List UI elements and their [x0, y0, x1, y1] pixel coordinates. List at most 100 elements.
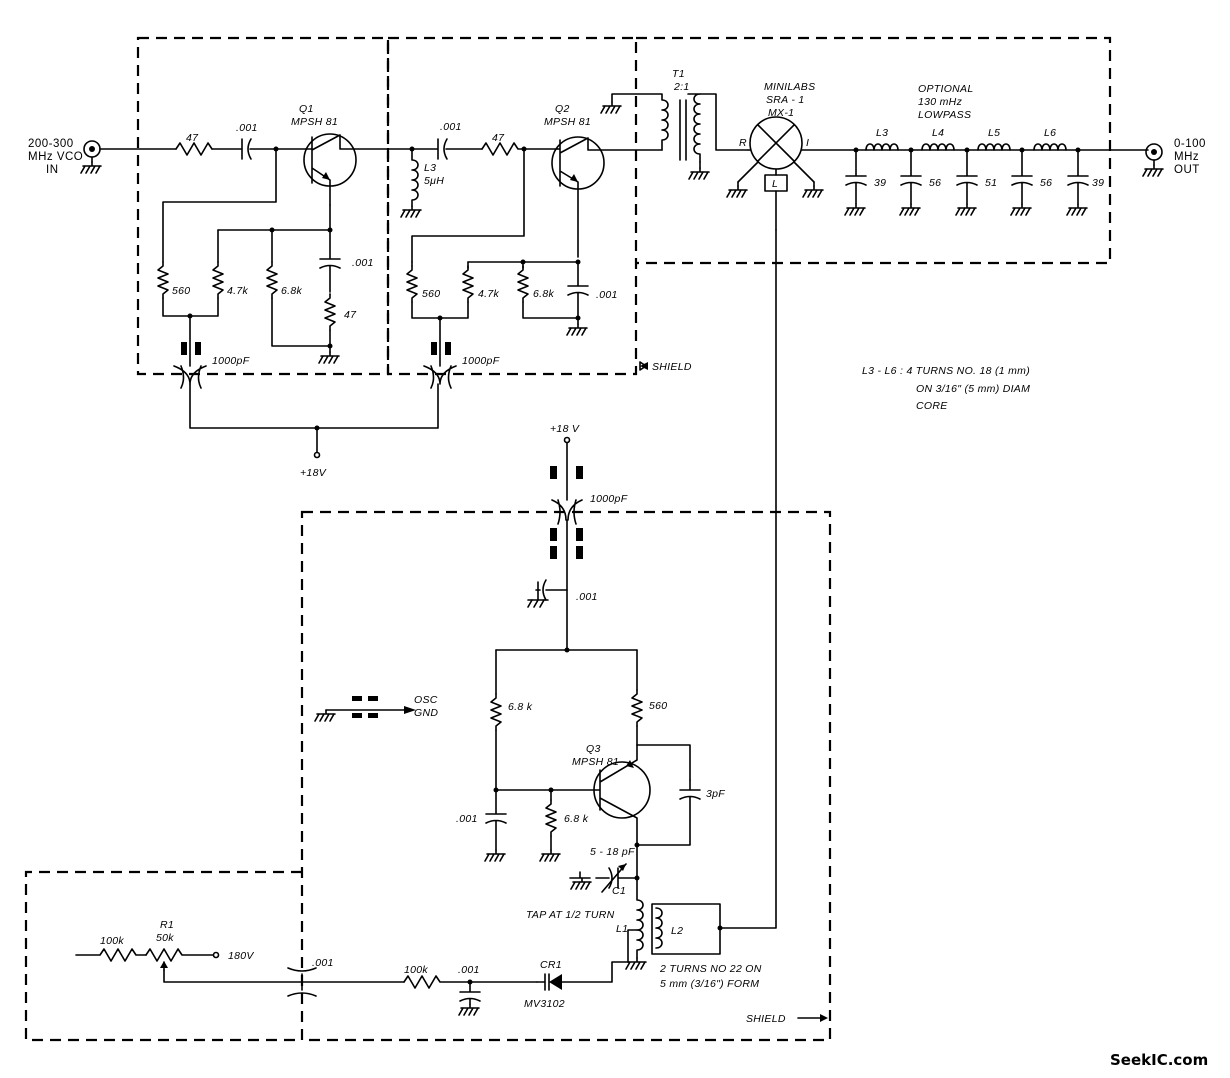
t1-ratio: 2:1 — [673, 81, 690, 93]
transformer-t1-icon — [600, 93, 749, 180]
l3-stage2-name: L3 — [424, 162, 436, 174]
r-in-2-label: 47 — [492, 132, 505, 144]
r-in-1-label: 47 — [186, 132, 199, 144]
capacitor-fb-osc — [636, 779, 701, 846]
filter-title-line3: LOWPASS — [918, 109, 971, 121]
filter-inductor-1: L3 — [876, 127, 888, 139]
watermark: SeekIC.com — [1110, 1051, 1208, 1069]
transistor-q2-icon — [551, 136, 663, 258]
coil-note-line1: L3 - L6 : 4 TURNS NO. 18 (1 mm) — [862, 365, 1030, 377]
resistor-100k-series — [403, 975, 538, 989]
r-top-left-osc-label: 6.8 k — [508, 701, 533, 713]
resistor-6k8-q2 — [517, 265, 529, 303]
capacitor-series-gnd — [458, 981, 481, 1016]
l2-note-line2: 5 mm (3/16") FORM — [660, 978, 759, 990]
feedthrough-capacitor-q2 — [423, 342, 457, 389]
capacitor-emit-q1 — [319, 229, 341, 293]
diode-type-label: MV3102 — [524, 998, 565, 1010]
output-label-line1: 0-100 — [1174, 138, 1206, 150]
capacitor-c-in-1 — [211, 138, 307, 160]
c-emit-q1-label: .001 — [352, 257, 374, 269]
l2-note-line1: 2 TURNS NO 22 ON — [659, 963, 762, 975]
t1-name: T1 — [672, 68, 685, 80]
r-series-label: 100k — [404, 964, 428, 976]
resistor-47-emit-q1 — [324, 293, 336, 331]
filter-cap-4: 56 — [1040, 177, 1052, 189]
c-series-label: .001 — [458, 964, 480, 976]
r-emit-q2-label: 6.8k — [533, 288, 554, 300]
pot-value-label: 50k — [156, 932, 174, 944]
r-emit2-q1-label: 47 — [344, 309, 357, 321]
filter-title-line1: OPTIONAL — [918, 83, 974, 95]
output-connector-icon — [1142, 143, 1164, 177]
r-base-osc-label: 6.8 k — [564, 813, 589, 825]
mixer-port-l: L — [772, 178, 778, 190]
c-emit-q2-label: .001 — [596, 289, 618, 301]
filter-cap-2: 56 — [929, 177, 941, 189]
r-top-right-osc-label: 560 — [649, 700, 667, 712]
capacitor-base-osc — [485, 789, 507, 851]
inductor-l3-stage2 — [400, 148, 422, 218]
resistor-4k7-q1 — [212, 261, 224, 299]
feedthrough-capacitor-q1 — [173, 342, 207, 389]
mixer-line2: SRA - 1 — [766, 94, 804, 106]
wire-lo-line — [719, 229, 777, 929]
potentiometer-r1 — [145, 948, 214, 962]
q2-name: Q2 — [555, 103, 570, 115]
mixer-port-i: I — [806, 137, 809, 149]
supply-top-label: +18V — [300, 467, 327, 479]
r-emit-q1-label: 6.8k — [281, 285, 302, 297]
resistor-6k8-q1 — [266, 261, 278, 299]
c-base-osc-label: .001 — [456, 813, 478, 825]
inductor-l2 — [651, 903, 721, 955]
q1-name: Q1 — [299, 103, 314, 115]
shield-label-osc: SHIELD — [746, 1013, 786, 1025]
filter-capacitors — [844, 147, 1089, 216]
c-bypass-osc-label: .001 — [576, 591, 598, 603]
shield-box-tuning — [24, 870, 302, 1042]
l3-stage2-value: 5μH — [424, 175, 444, 187]
feedthrough-capacitor-tuning — [287, 967, 317, 997]
r-left-label: 100k — [100, 935, 124, 947]
inductor-l1 — [625, 877, 647, 970]
osc-gnd-symbol — [314, 696, 416, 722]
mixer-port-r: R — [739, 137, 747, 149]
resistor-r-in-1 — [175, 142, 213, 156]
wire-q1-base — [162, 148, 277, 263]
input-label-line3: IN — [46, 164, 59, 176]
filter-inductor-2: L4 — [932, 127, 944, 139]
c-feed-q2-label: 1000pF — [462, 355, 500, 367]
capacitor-c-in-2 — [387, 138, 483, 160]
r-div-q2-label: 4.7k — [478, 288, 499, 300]
wire-tuning — [163, 969, 405, 983]
input-label-line2: MHz VCO — [28, 151, 83, 163]
shield-box-stage2 — [386, 36, 638, 376]
transistor-q3-icon — [495, 744, 691, 846]
resistor-560-osc — [631, 689, 643, 727]
c-feed-q1-label: 1000pF — [212, 355, 250, 367]
resistor-560-q2 — [406, 265, 418, 303]
l1-name: L1 — [616, 923, 628, 935]
filter-inductor-4: L6 — [1044, 127, 1056, 139]
output-label-line2: MHz — [1174, 151, 1199, 163]
q3-type: MPSH 81 — [572, 756, 619, 768]
coil-note-line3: CORE — [916, 400, 948, 412]
feedthrough-capacitor-osc — [550, 466, 583, 559]
filter-inductors — [865, 143, 1067, 151]
c-fb-osc-label: 3pF — [706, 788, 725, 800]
q2-type: MPSH 81 — [544, 116, 591, 128]
mixer-line3: MX-1 — [768, 107, 794, 119]
shield-box-oscillator — [300, 510, 832, 1042]
transistor-q1-icon — [303, 133, 389, 206]
tap-note: TAP AT 1/2 TURN — [526, 909, 615, 921]
filter-cap-5: 39 — [1092, 177, 1104, 189]
diode-name-label: CR1 — [540, 959, 562, 971]
filter-inductor-3: L5 — [988, 127, 1000, 139]
l2-name: L2 — [671, 925, 683, 937]
c-in-2-label: .001 — [440, 121, 462, 133]
bypass-capacitor-osc — [527, 579, 568, 608]
mixer-mx1-icon — [726, 116, 1149, 231]
mixer-line1: MINILABS — [764, 81, 815, 93]
resistor-100k-left — [75, 948, 147, 962]
